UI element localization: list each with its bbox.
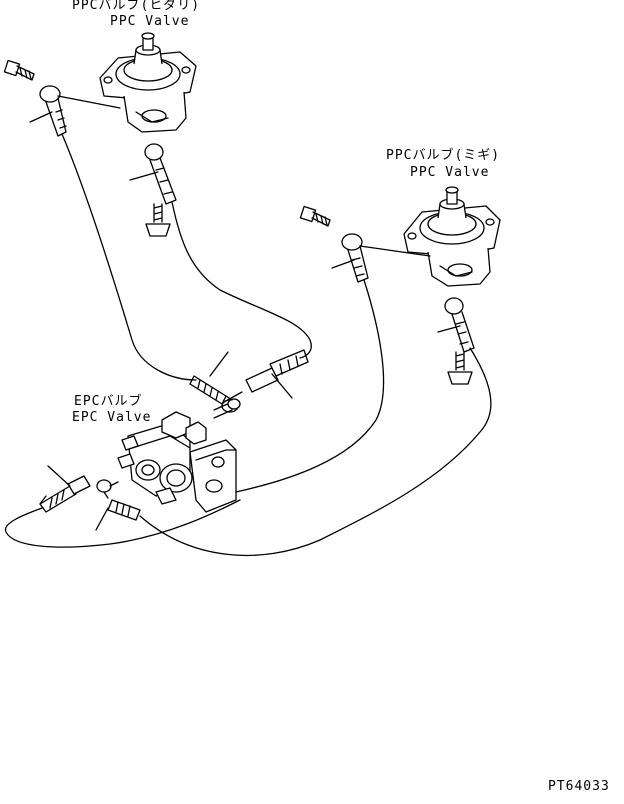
hose-fitting-center-left [189,351,241,410]
ppc-valve-right-label-en: PPC Valve [410,165,490,180]
plug-right [447,351,473,385]
epc-valve-label-en: EPC Valve [72,410,152,425]
ppc-valve-right-label-jp: PPCバルブ(ミギ) [386,148,501,163]
hose-fitting-epc-center [95,479,141,531]
epc-valve [117,399,239,513]
eye-joint-left [29,85,121,137]
hose-fitting-center-right [245,349,309,399]
epc-valve-label-jp: EPCバルブ [74,394,143,409]
bolt-right [299,205,331,227]
plug-left [145,203,171,237]
ppc-valve-left [99,32,197,133]
fitting-left-lower [129,143,177,205]
fitting-right-lower [437,297,475,353]
bolt-left [3,59,35,81]
hose-fitting-epc-left [39,465,91,513]
ppc-valve-left-label-jp: PPCバルブ(ヒダリ) [72,0,201,13]
eye-joint-right [331,233,431,283]
ppc-valve-left-label-en: PPC Valve [110,14,190,29]
hose-lines [4,133,492,557]
ppc-valve-right [403,186,501,287]
drawing-number: PT64033 [548,779,610,794]
